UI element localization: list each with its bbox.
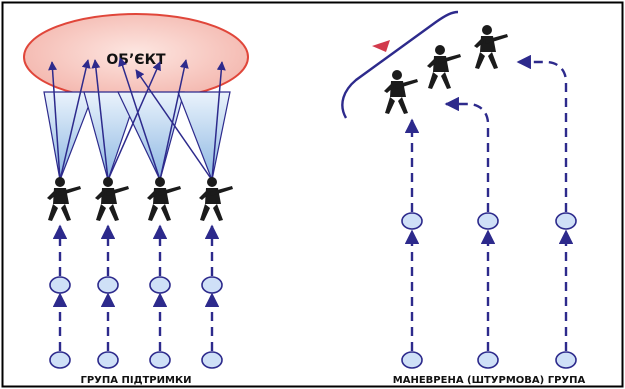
soldier-icon	[95, 177, 129, 221]
fire-cone	[83, 91, 139, 183]
support-group: ОБ’ЄКТ	[23, 13, 249, 386]
target-object: ОБ’ЄКТ	[23, 13, 249, 101]
maneuver-group: МАНЕВРЕНА (ШТУРМОВА) ГРУПА	[341, 10, 586, 386]
soldier-icon	[427, 45, 461, 89]
maneuver-soldiers	[384, 25, 508, 114]
soldier-icon	[47, 177, 81, 221]
support-soldiers	[47, 177, 233, 221]
target-label: ОБ’ЄКТ	[106, 52, 166, 68]
waypoint-node	[149, 276, 171, 294]
start-node	[555, 351, 577, 369]
waypoint-node	[477, 212, 499, 230]
start-node	[49, 351, 71, 369]
soldier-icon	[147, 177, 181, 221]
support-nodes	[49, 276, 223, 369]
maneuver-nodes	[401, 212, 577, 369]
fire-cone	[43, 91, 95, 183]
waypoint-node	[201, 276, 223, 294]
maneuver-curve	[341, 10, 459, 119]
fire-cone	[177, 91, 231, 183]
waypoint-node	[49, 276, 71, 294]
fire-lines	[48, 57, 226, 181]
waypoint-node	[401, 212, 423, 230]
start-node	[477, 351, 499, 369]
start-node	[201, 351, 223, 369]
support-paths	[52, 224, 220, 351]
soldier-icon	[384, 70, 418, 114]
maneuver-paths	[404, 54, 574, 351]
waypoint-node	[555, 212, 577, 230]
start-node	[97, 351, 119, 369]
waypoint-node	[97, 276, 119, 294]
start-node	[401, 351, 423, 369]
maneuver-arrowhead	[372, 40, 390, 52]
support-group-caption: ГРУПА ПІДТРИМКИ	[80, 375, 191, 386]
soldier-icon	[474, 25, 508, 69]
start-node	[149, 351, 171, 369]
maneuver-group-caption: МАНЕВРЕНА (ШТУРМОВА) ГРУПА	[393, 375, 586, 386]
soldier-icon	[199, 177, 233, 221]
